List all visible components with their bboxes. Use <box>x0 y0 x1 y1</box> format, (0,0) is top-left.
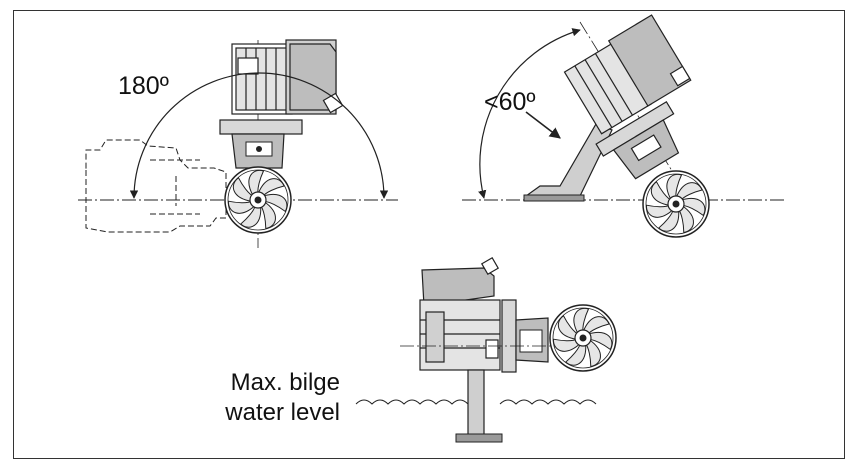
side-flange <box>501 299 517 373</box>
rotation-angle-label: 180º <box>118 72 169 100</box>
tilt-view <box>462 14 785 238</box>
motor-housing <box>231 39 344 115</box>
bilge-label-line1: Max. bilge <box>230 369 340 396</box>
mounting-flange <box>219 119 303 135</box>
bilge-water-line <box>355 399 597 405</box>
tilt-angle-label: <60º <box>484 88 536 116</box>
support-base <box>455 433 503 443</box>
diagram-frame <box>13 10 845 459</box>
tilt-pointer-arrow <box>525 111 561 139</box>
bilge-label-line2: water level <box>225 399 340 426</box>
side-propeller-icon <box>549 303 617 372</box>
side-motor-housing <box>419 256 501 371</box>
tilt-arc-arrow <box>478 28 581 199</box>
bilge-label: Max. bilge water level <box>206 368 340 428</box>
bilge-view <box>355 256 617 443</box>
tilted-thruster <box>563 14 692 180</box>
propeller-icon <box>224 165 292 234</box>
rotation-arc-arrow <box>129 72 389 199</box>
support-post <box>467 369 485 437</box>
rotation-view <box>78 39 398 248</box>
rotated-motor-outline <box>85 139 227 233</box>
tilt-support-strut <box>524 123 613 197</box>
tilted-propeller-icon <box>642 169 710 238</box>
